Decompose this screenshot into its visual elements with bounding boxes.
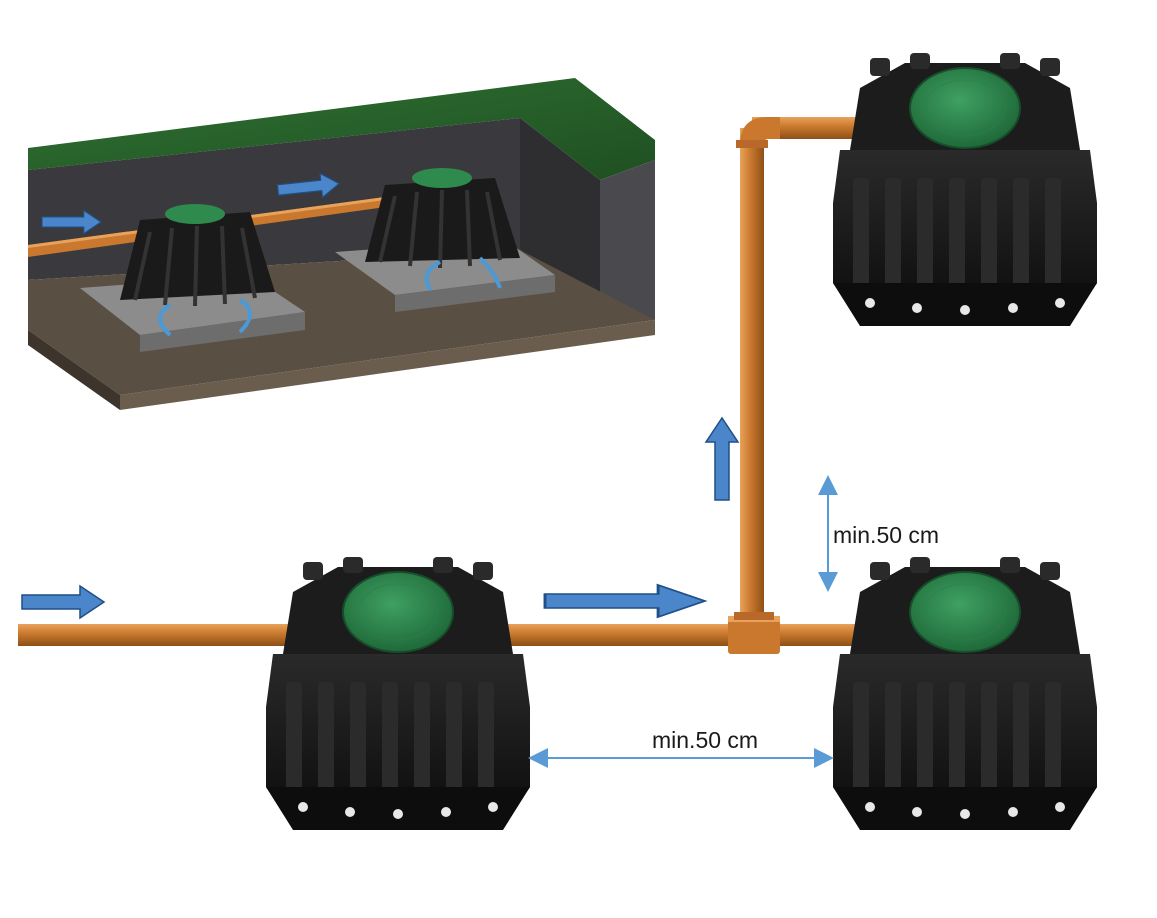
flow-arrow-icon — [21, 585, 105, 619]
inset-tank-2 — [365, 168, 520, 269]
curve-arrow-icon — [238, 298, 252, 334]
riser-pipe — [740, 128, 764, 636]
tank-top — [832, 52, 1098, 327]
curve-arrow-icon — [158, 303, 172, 337]
tank-right — [832, 556, 1098, 831]
vertical-spacing-label: min.50 cm — [833, 522, 940, 548]
horizontal-spacing-label: min.50 cm — [652, 727, 759, 753]
flow-arrow-icon — [705, 417, 739, 501]
pipe-network — [18, 117, 873, 654]
curve-arrow-icon — [478, 256, 502, 289]
inset-tank-1 — [120, 204, 275, 307]
tank-left — [265, 556, 531, 831]
flow-arrow-icon — [543, 583, 707, 619]
tee-fitting — [728, 616, 780, 654]
curve-arrow-icon — [424, 260, 441, 291]
cutaway-inset — [28, 78, 655, 410]
upper-pipe — [752, 117, 870, 139]
